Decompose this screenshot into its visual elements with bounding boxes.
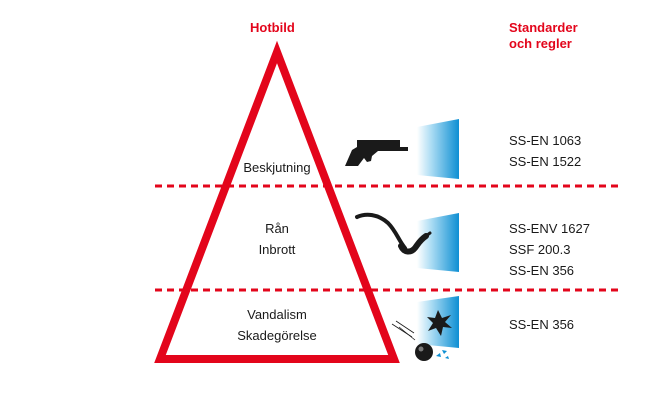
standards-header-line-1: Standarder bbox=[509, 20, 578, 35]
standards-list-burglary: SS-ENV 1627 SSF 200.3 SS-EN 356 bbox=[509, 218, 590, 281]
thrown-ball-impact-icon bbox=[391, 310, 452, 361]
standard-item: SS-EN 356 bbox=[509, 317, 575, 332]
level-label-line: Beskjutning bbox=[243, 160, 311, 175]
glass-panel-burglary bbox=[417, 213, 459, 272]
level-label-line: Rån bbox=[265, 221, 289, 236]
level-label-line: Inbrott bbox=[258, 242, 296, 257]
pyramid-outline bbox=[154, 40, 400, 363]
crowbar-icon bbox=[355, 212, 432, 255]
level-label-vandalism: Vandalism Skadegörelse bbox=[207, 304, 347, 346]
standard-item: SS-EN 1522 bbox=[509, 154, 582, 169]
standards-header-line-2: och regler bbox=[509, 36, 572, 51]
standard-item: SSF 200.3 bbox=[509, 242, 571, 257]
pistol-icon bbox=[345, 140, 408, 166]
standards-header: Standarder och regler bbox=[509, 20, 578, 52]
threat-header: Hotbild bbox=[250, 20, 295, 35]
level-label-shooting: Beskjutning bbox=[217, 157, 337, 178]
standard-item: SS-EN 356 bbox=[509, 263, 575, 278]
standards-list-vandalism: SS-EN 356 bbox=[509, 314, 574, 335]
standards-list-shooting: SS-EN 1063 SS-EN 1522 bbox=[509, 130, 581, 172]
standard-item: SS-EN 1063 bbox=[509, 133, 582, 148]
glass-panel-shooting bbox=[417, 119, 459, 179]
level-label-line: Skadegörelse bbox=[237, 328, 317, 343]
level-label-line: Vandalism bbox=[247, 307, 307, 322]
standard-item: SS-ENV 1627 bbox=[509, 221, 590, 236]
level-label-burglary: Rån Inbrott bbox=[217, 218, 337, 260]
